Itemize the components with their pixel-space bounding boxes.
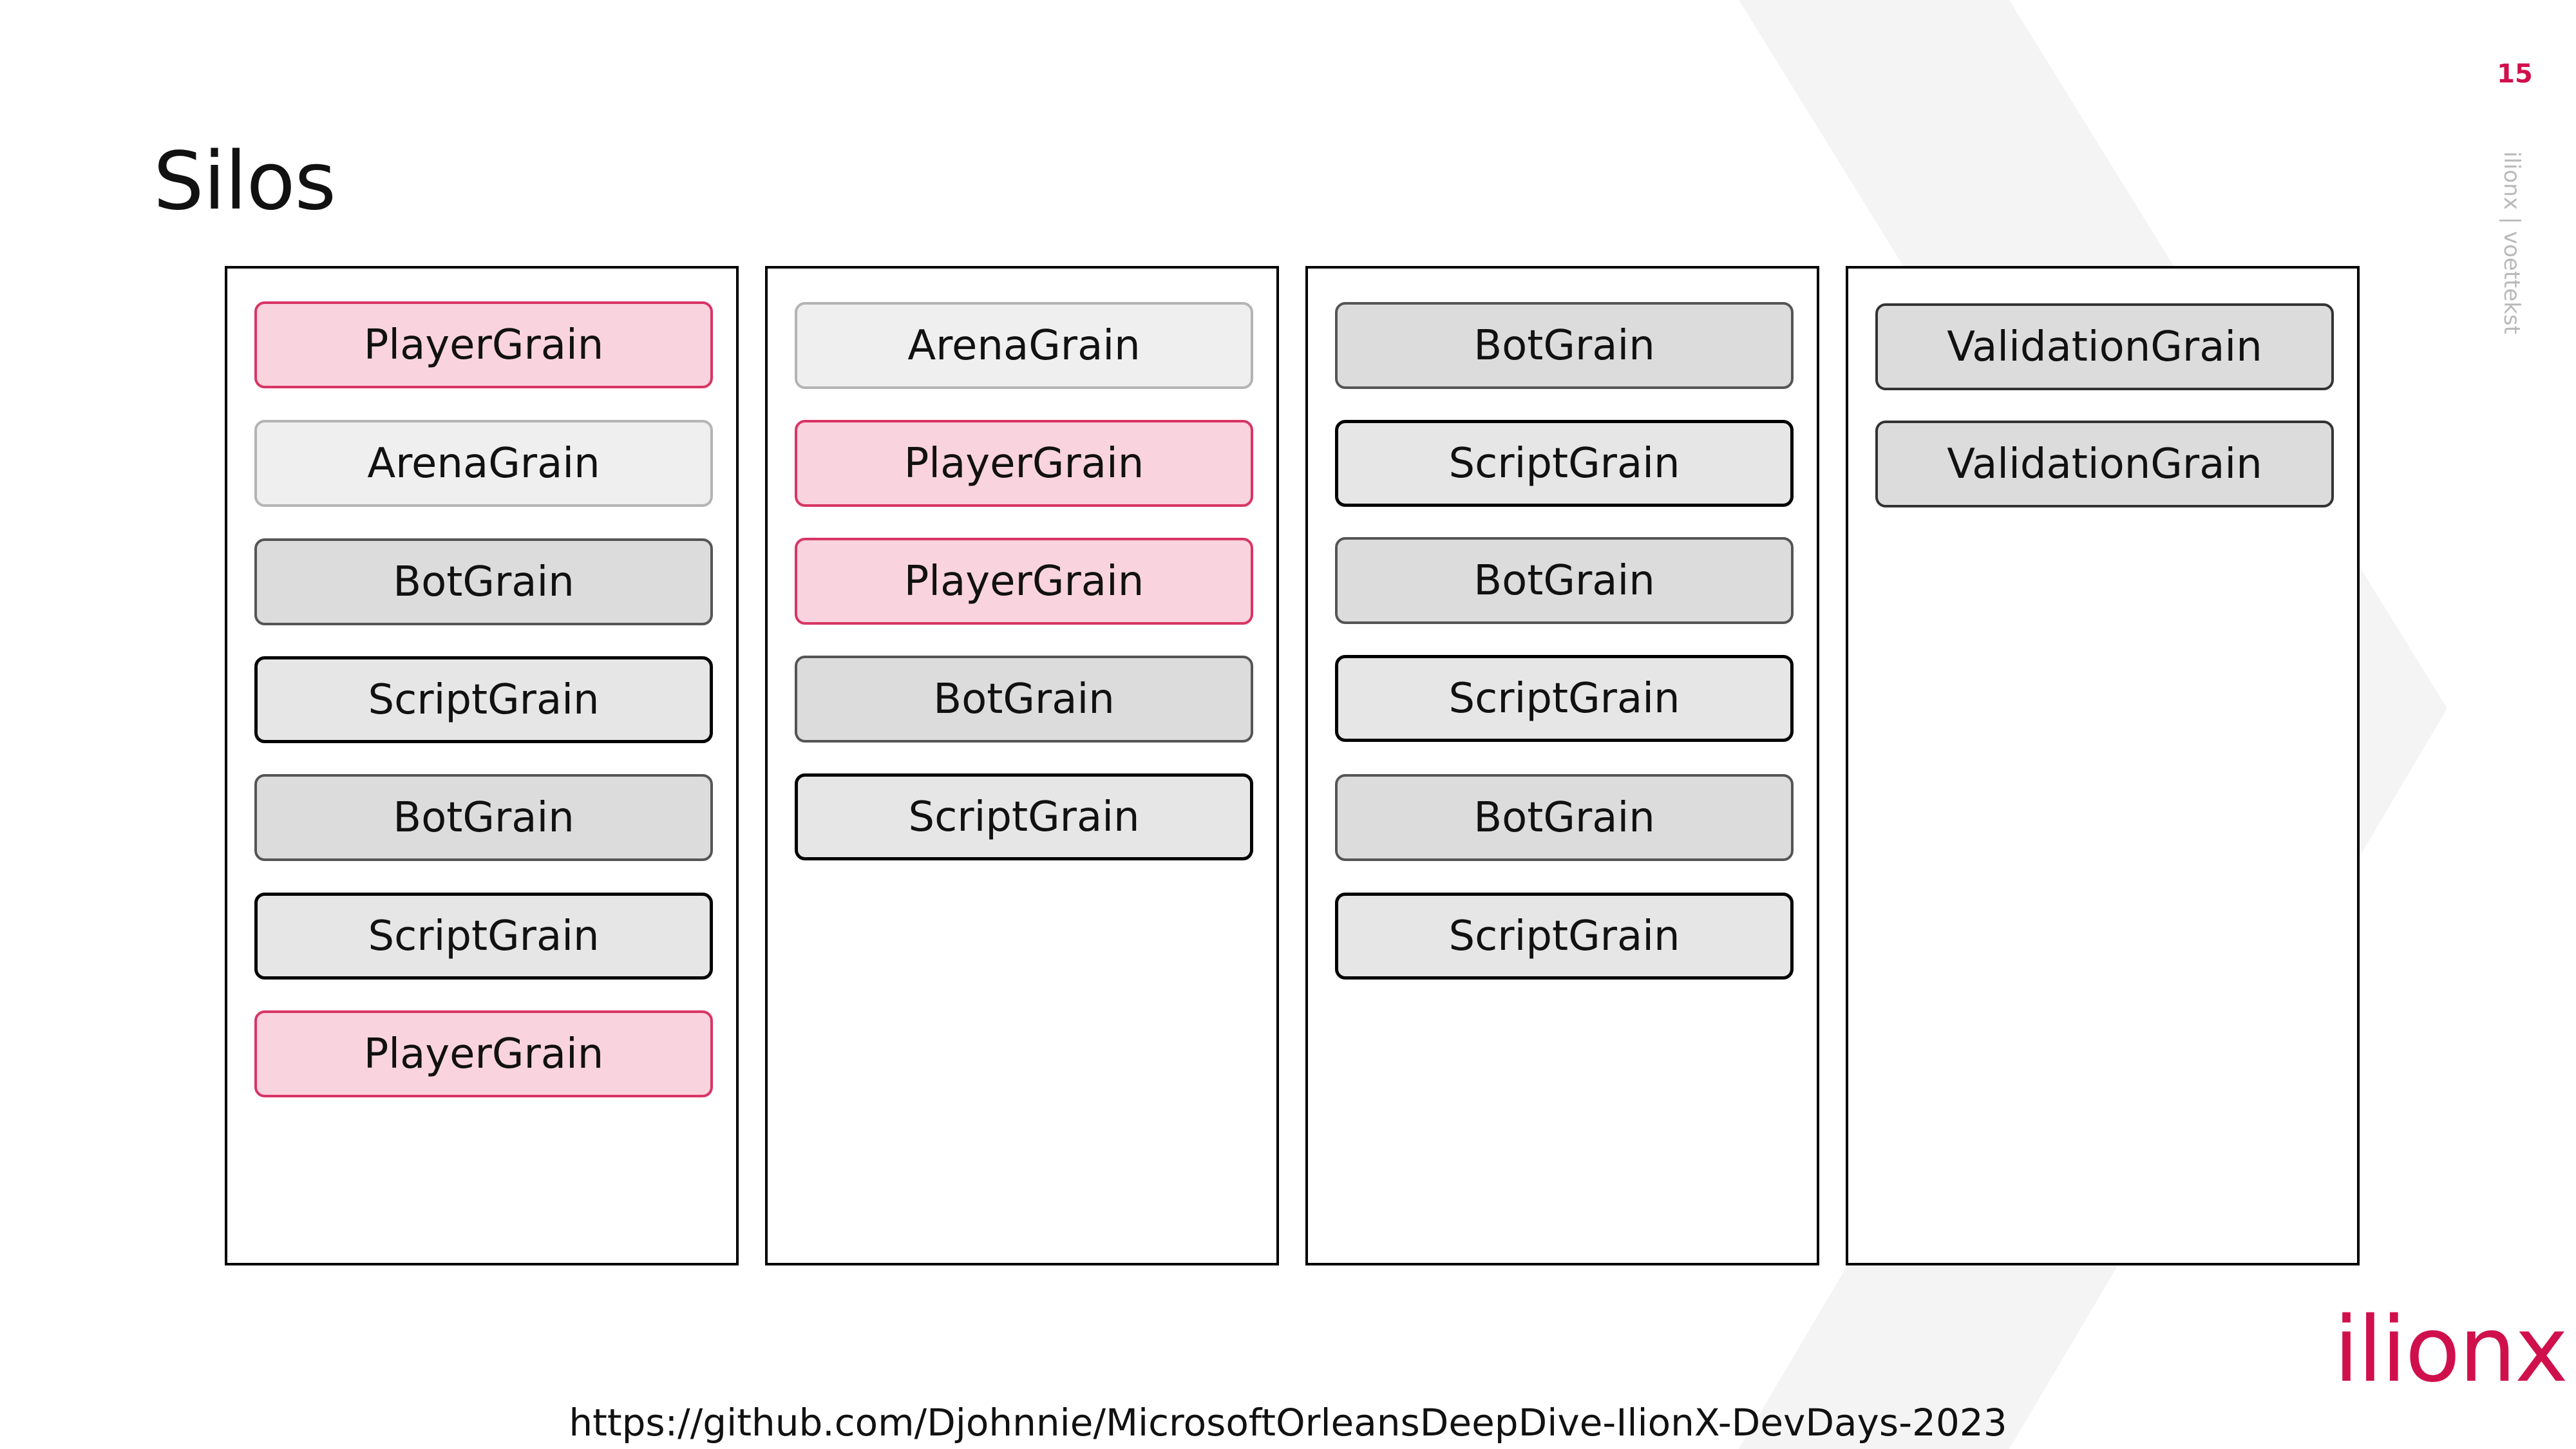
grain-label: ScriptGrain: [368, 676, 600, 724]
grain-box: ScriptGrain: [254, 893, 713, 980]
grain-box: BotGrain: [1335, 537, 1794, 624]
grain-label: BotGrain: [1473, 321, 1655, 370]
grain-box: PlayerGrain: [795, 538, 1253, 625]
grain-box: ScriptGrain: [254, 656, 713, 743]
silo-1: PlayerGrain ArenaGrain BotGrain ScriptGr…: [225, 266, 739, 1265]
grain-label: PlayerGrain: [363, 321, 604, 369]
grain-label: ScriptGrain: [368, 912, 600, 960]
grain-box: PlayerGrain: [254, 1010, 713, 1097]
grain-label: PlayerGrain: [363, 1030, 604, 1078]
grain-box: ArenaGrain: [254, 420, 713, 507]
grain-box: BotGrain: [1335, 302, 1794, 389]
grain-box: BotGrain: [1335, 774, 1794, 861]
grain-box: PlayerGrain: [795, 420, 1253, 507]
silo-3: BotGrain ScriptGrain BotGrain ScriptGrai…: [1305, 266, 1819, 1265]
ilionx-logo: ilionx: [2334, 1298, 2568, 1403]
grain-box: ScriptGrain: [1335, 655, 1794, 742]
page-number: 15: [2497, 59, 2533, 89]
grain-label: BotGrain: [1473, 556, 1655, 605]
source-link[interactable]: https://github.com/Djohnnie/MicrosoftOrl…: [569, 1401, 2007, 1444]
grain-box: ArenaGrain: [795, 302, 1253, 389]
grain-box: PlayerGrain: [254, 301, 713, 388]
grain-box: ScriptGrain: [1335, 893, 1794, 980]
grain-box: BotGrain: [254, 774, 713, 861]
slide-title: Silos: [153, 135, 336, 228]
grain-label: BotGrain: [393, 793, 574, 842]
silo-4: ValidationGrain ValidationGrain: [1846, 266, 2360, 1265]
grain-label: ValidationGrain: [1947, 440, 2262, 488]
silo-2: ArenaGrain PlayerGrain PlayerGrain BotGr…: [765, 266, 1279, 1265]
grain-label: ScriptGrain: [1448, 912, 1680, 960]
grain-box: BotGrain: [795, 656, 1253, 743]
grain-label: ArenaGrain: [907, 321, 1141, 370]
grain-label: ScriptGrain: [1448, 439, 1680, 488]
grain-label: BotGrain: [1473, 793, 1655, 842]
grain-box: ScriptGrain: [795, 773, 1253, 860]
grain-box: ValidationGrain: [1875, 303, 2334, 390]
grain-label: PlayerGrain: [904, 439, 1144, 488]
grain-box: ValidationGrain: [1875, 421, 2334, 507]
footer-text: ilionx | voettekst: [2499, 151, 2524, 335]
grain-label: BotGrain: [933, 675, 1115, 723]
grain-label: PlayerGrain: [904, 557, 1144, 605]
grain-label: BotGrain: [393, 558, 574, 606]
grain-label: ScriptGrain: [1448, 674, 1680, 723]
grain-box: BotGrain: [254, 538, 713, 625]
grain-label: ValidationGrain: [1947, 323, 2262, 371]
grain-label: ArenaGrain: [367, 439, 600, 488]
grain-box: ScriptGrain: [1335, 420, 1794, 507]
grain-label: ScriptGrain: [908, 793, 1140, 841]
